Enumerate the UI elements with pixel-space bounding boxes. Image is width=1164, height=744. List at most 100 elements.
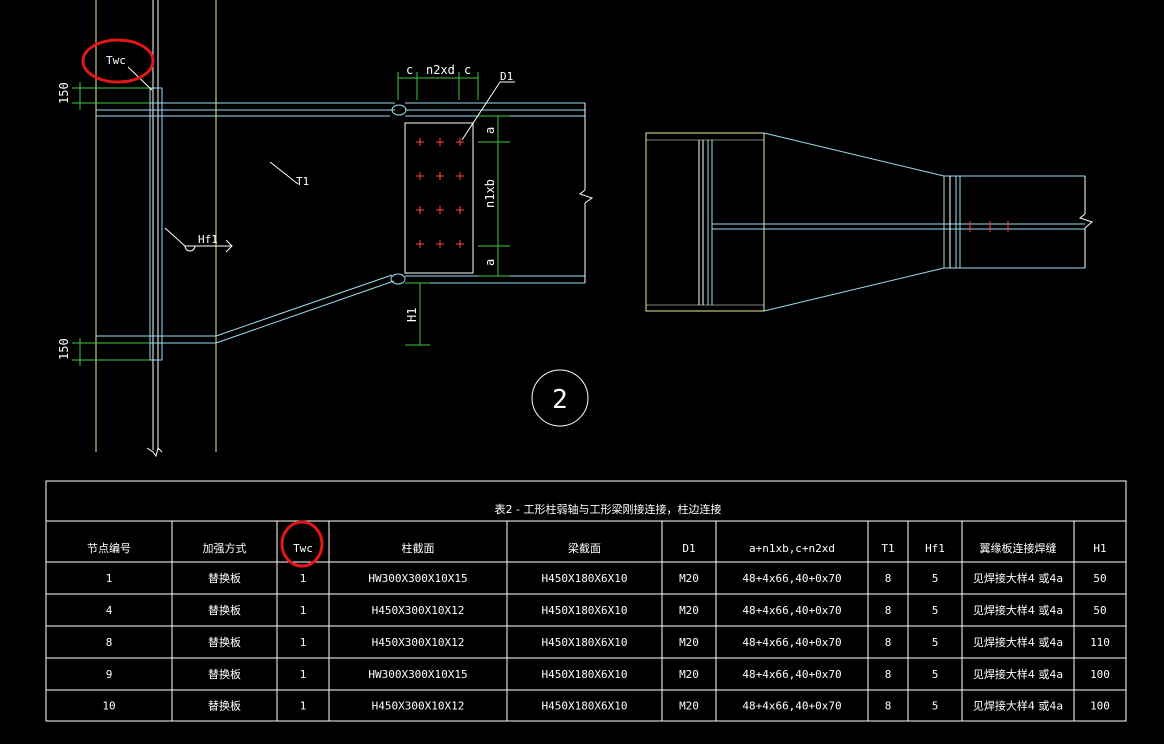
table-cell: 1 [300,668,307,681]
table-cell: 110 [1090,636,1110,649]
dim-n1xb [478,115,510,277]
table-cell: H450X300X10X12 [372,636,465,649]
table-cell: M20 [679,572,699,585]
plan-beam-break [1078,213,1093,229]
label-150-bottom: 150 [57,338,71,360]
label-dim-n2xd: n2xd [426,63,455,77]
table-cell: HW300X300X10X15 [368,668,467,681]
table-cell: M20 [679,668,699,681]
table-cell: 8 [885,700,892,713]
table-header-cell: a+n1xb,c+n2xd [749,542,835,555]
table-header-cell: 柱截面 [402,541,435,555]
table-header-cell: Twc [293,542,313,555]
table-header-cell: 加强方式 [203,541,247,555]
replacement-plate [149,87,163,361]
table-cell: H450X180X6X10 [541,700,627,713]
plan-view [645,132,1093,312]
label-dim-c-right: c [464,63,471,77]
table-cell: H450X180X6X10 [541,668,627,681]
table-cell: 48+4x66,40+0x70 [742,668,841,681]
table-header-cell: 翼缘板连接焊缝 [980,541,1057,555]
table-cell: HW300X300X10X15 [368,572,467,585]
plan-bolts [969,221,1009,232]
haunch-line-2 [215,280,395,344]
section-number: 2 [552,385,568,415]
table-cell: H450X300X10X12 [372,700,465,713]
table-cell: 9 [106,668,113,681]
haunch-line-1 [215,274,393,337]
table-cell: H450X180X6X10 [541,604,627,617]
dim-150-bottom [72,338,150,366]
label-d1: D1 [500,70,513,83]
table-cell: 替换板 [208,603,241,617]
table-cell: 替换板 [208,571,241,585]
table-cell: 4 [106,604,113,617]
table-cell: 1 [300,636,307,649]
table-header-cell: 梁截面 [568,541,601,555]
dim-c-n2xd [397,72,479,100]
table-cell: 8 [885,636,892,649]
column-break-mark [146,447,163,458]
table-cell: 1 [106,572,113,585]
weld-access-hole-top [391,104,407,116]
table-cell: M20 [679,604,699,617]
weld-access-hole-bottom [390,273,406,285]
table-cell: 8 [885,668,892,681]
table-cell: 48+4x66,40+0x70 [742,700,841,713]
label-dim-a-bottom: a [483,259,497,266]
table-cell: 8 [885,604,892,617]
dim-150-top [72,82,150,110]
table-cell: 10 [102,700,115,713]
table-cell: 5 [932,700,939,713]
table-title: 表2 - 工形柱弱轴与工形梁刚接连接，柱边连接 [495,502,722,516]
h1-dim [405,282,430,346]
highlight-circle-twc-drawing [81,38,155,84]
table-cell: 1 [300,604,307,617]
table-grid [46,520,1126,721]
table-header-cell: H1 [1093,542,1106,555]
label-h1: H1 [405,308,419,322]
label-dim-a-top: a [483,127,497,134]
plan-taper-top [763,132,945,177]
table-cell: 48+4x66,40+0x70 [742,636,841,649]
table-cell: 5 [932,572,939,585]
table-cell: 1 [300,572,307,585]
table-cell: M20 [679,636,699,649]
plan-taper-bottom [763,267,945,312]
table-cell: 5 [932,668,939,681]
hf1-weld-symbol [164,227,233,253]
t1-leader [269,161,299,185]
label-dim-n1xb: n1xb [483,179,497,208]
label-dim-c-left: c [406,63,413,77]
table-cell: 48+4x66,40+0x70 [742,572,841,585]
table-cell: H450X180X6X10 [541,636,627,649]
table-cell: 见焊接大样4 或4a [973,667,1063,681]
table-cell: 5 [932,604,939,617]
table-cell: 见焊接大样4 或4a [973,699,1063,713]
table-cell: 见焊接大样4 或4a [973,603,1063,617]
label-hf1: Hf1 [198,233,218,246]
table-header-cell: Hf1 [925,542,945,555]
table-border [45,480,1127,722]
d1-leader [461,81,515,141]
table-cell: 见焊接大样4 或4a [973,635,1063,649]
table-cell: 5 [932,636,939,649]
table-cell: 48+4x66,40+0x70 [742,604,841,617]
highlight-circle-twc-table [280,520,324,568]
table-cell: 替换板 [208,667,241,681]
beam-break-mark [578,189,594,204]
table-cell: 见焊接大样4 或4a [973,571,1063,585]
label-twc: Twc [106,54,126,67]
table-cell: 8 [885,572,892,585]
table-cell: M20 [679,700,699,713]
section-number-circle [531,369,589,427]
table-cell: 8 [106,636,113,649]
label-150-top: 150 [57,82,71,104]
table-cell: 替换板 [208,635,241,649]
table-cell: 50 [1093,604,1106,617]
label-t1: T1 [296,175,309,188]
table-header-cell: D1 [682,542,695,555]
plan-column-box [645,132,765,312]
table-header-cell: T1 [881,542,894,555]
